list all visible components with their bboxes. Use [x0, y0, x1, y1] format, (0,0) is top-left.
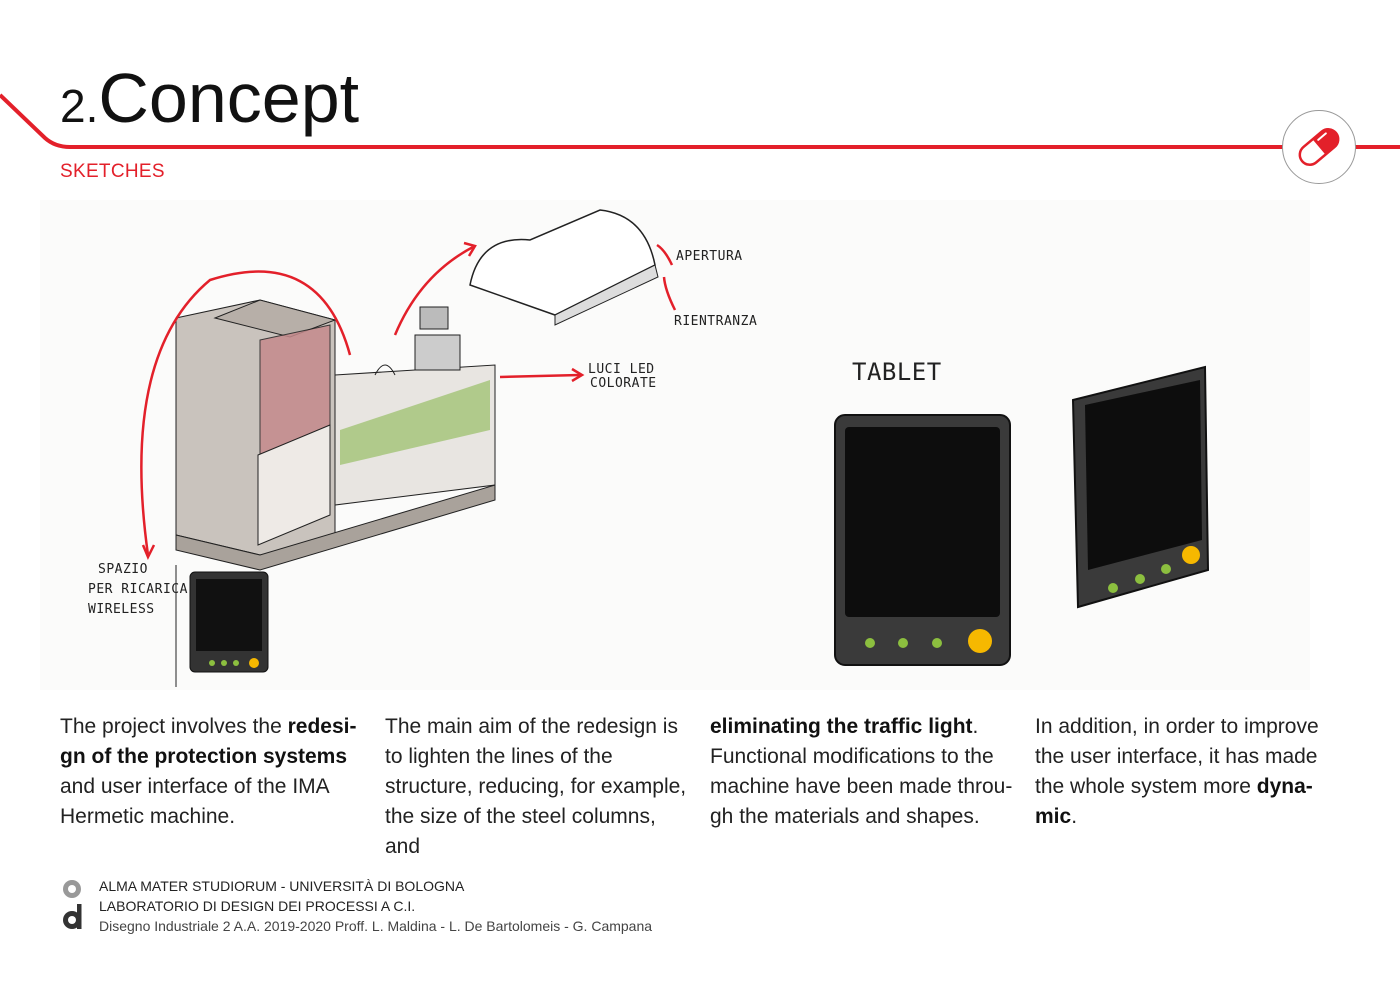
text-column-4: In addition, in order to improve the use…	[1035, 715, 1319, 828]
page-title: 2.Concept	[60, 59, 360, 137]
label-apertura: APERTURA	[676, 249, 743, 264]
label-rientranza: RIENTRANZA	[674, 314, 757, 329]
footer-course: Disegno Industriale 2 A.A. 2019-2020 Pro…	[99, 918, 653, 934]
tablet-angled-sketch	[1071, 365, 1210, 609]
label-spazio-2: PER RICARICA	[88, 582, 188, 597]
pill-icon	[1298, 128, 1340, 166]
section-subtitle: SKETCHES	[60, 161, 165, 182]
text-column-2: The main aim of the redesign is to light…	[385, 715, 687, 858]
tablet-front-sketch	[834, 414, 1011, 666]
text-column-3: eliminating the traffic light.Functional…	[710, 715, 1013, 828]
footer-lab: LABORATORIO DI DESIGN DEI PROCESSI A C.I…	[99, 898, 416, 914]
pill-badge	[1282, 110, 1356, 184]
university-logo	[63, 880, 82, 929]
label-luci-led-1: LUCI LED	[588, 362, 655, 377]
label-spazio-1: SPAZIO	[98, 562, 148, 577]
machine-sketch	[175, 299, 496, 571]
annotation-arrows	[140, 241, 677, 561]
label-spazio-3: WIRELESS	[88, 602, 155, 617]
label-luci-led-2: COLORATE	[590, 376, 657, 391]
hood-sketch	[469, 209, 659, 326]
small-tablet-sketch	[189, 571, 269, 673]
text-column-1: The project involves the redesi-gn of th…	[60, 715, 357, 828]
footer: ALMA MATER STUDIORUM - UNIVERSITÀ DI BOL…	[99, 876, 652, 936]
label-tablet: TABLET	[852, 358, 942, 386]
footer-university: ALMA MATER STUDIORUM - UNIVERSITÀ DI BOL…	[99, 878, 465, 894]
sketch-illustration: APERTURA RIENTRANZA LUCI LED COLORATE SP…	[40, 200, 1310, 690]
header-rule	[0, 93, 1400, 149]
